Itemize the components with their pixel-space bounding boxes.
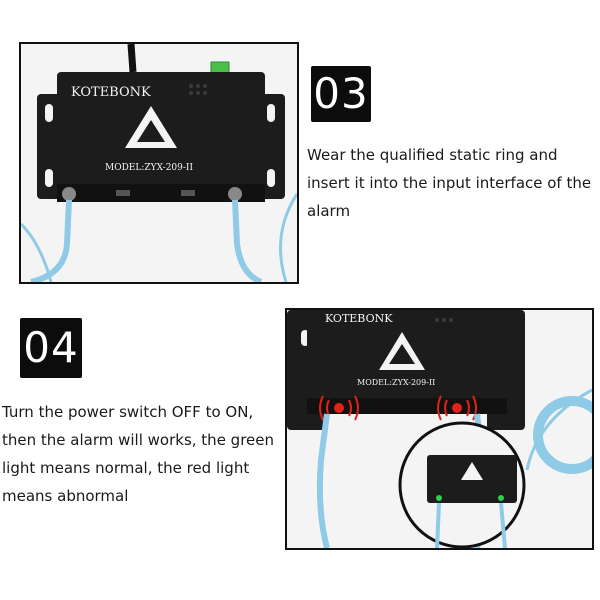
step-number-03: 03	[311, 66, 371, 122]
product-photo-step-04: KOTEBONK MODEL:ZYX-209-II	[285, 308, 594, 550]
device-brand-label: KOTEBONK	[71, 85, 151, 100]
step-03-description: Wear the qualified static ring and inser…	[307, 141, 595, 225]
step-number-04: 04	[20, 318, 82, 378]
alarm-device-illustration: KOTEBONK MODEL:ZYX-209-II	[21, 44, 297, 282]
step-04-line: means abnormal	[2, 487, 129, 505]
product-photo-step-03: KOTEBONK MODEL:ZYX-209-II	[19, 42, 299, 284]
device-model-label: MODEL:ZYX-209-II	[357, 378, 435, 387]
red-alarm-light-right	[437, 395, 477, 421]
step-03-line: Wear the qualified static ring and	[307, 146, 558, 164]
step-04-line: then the alarm will works, the green	[2, 431, 275, 449]
step-04-line: Turn the power switch OFF to ON,	[2, 403, 254, 421]
alarm-device-lights-illustration: KOTEBONK MODEL:ZYX-209-II	[287, 310, 592, 548]
step-04-description: Turn the power switch OFF to ON, then th…	[2, 398, 280, 510]
step-03-line: insert it into the input interface of th…	[307, 174, 592, 192]
device-brand-label: KOTEBONK	[325, 312, 393, 325]
device-model-label: MODEL:ZYX-209-II	[105, 163, 193, 173]
step-04-line: light means normal, the red light	[2, 459, 250, 477]
step-03-line: alarm	[307, 202, 351, 220]
inset-normal-state-photo	[398, 421, 526, 548]
